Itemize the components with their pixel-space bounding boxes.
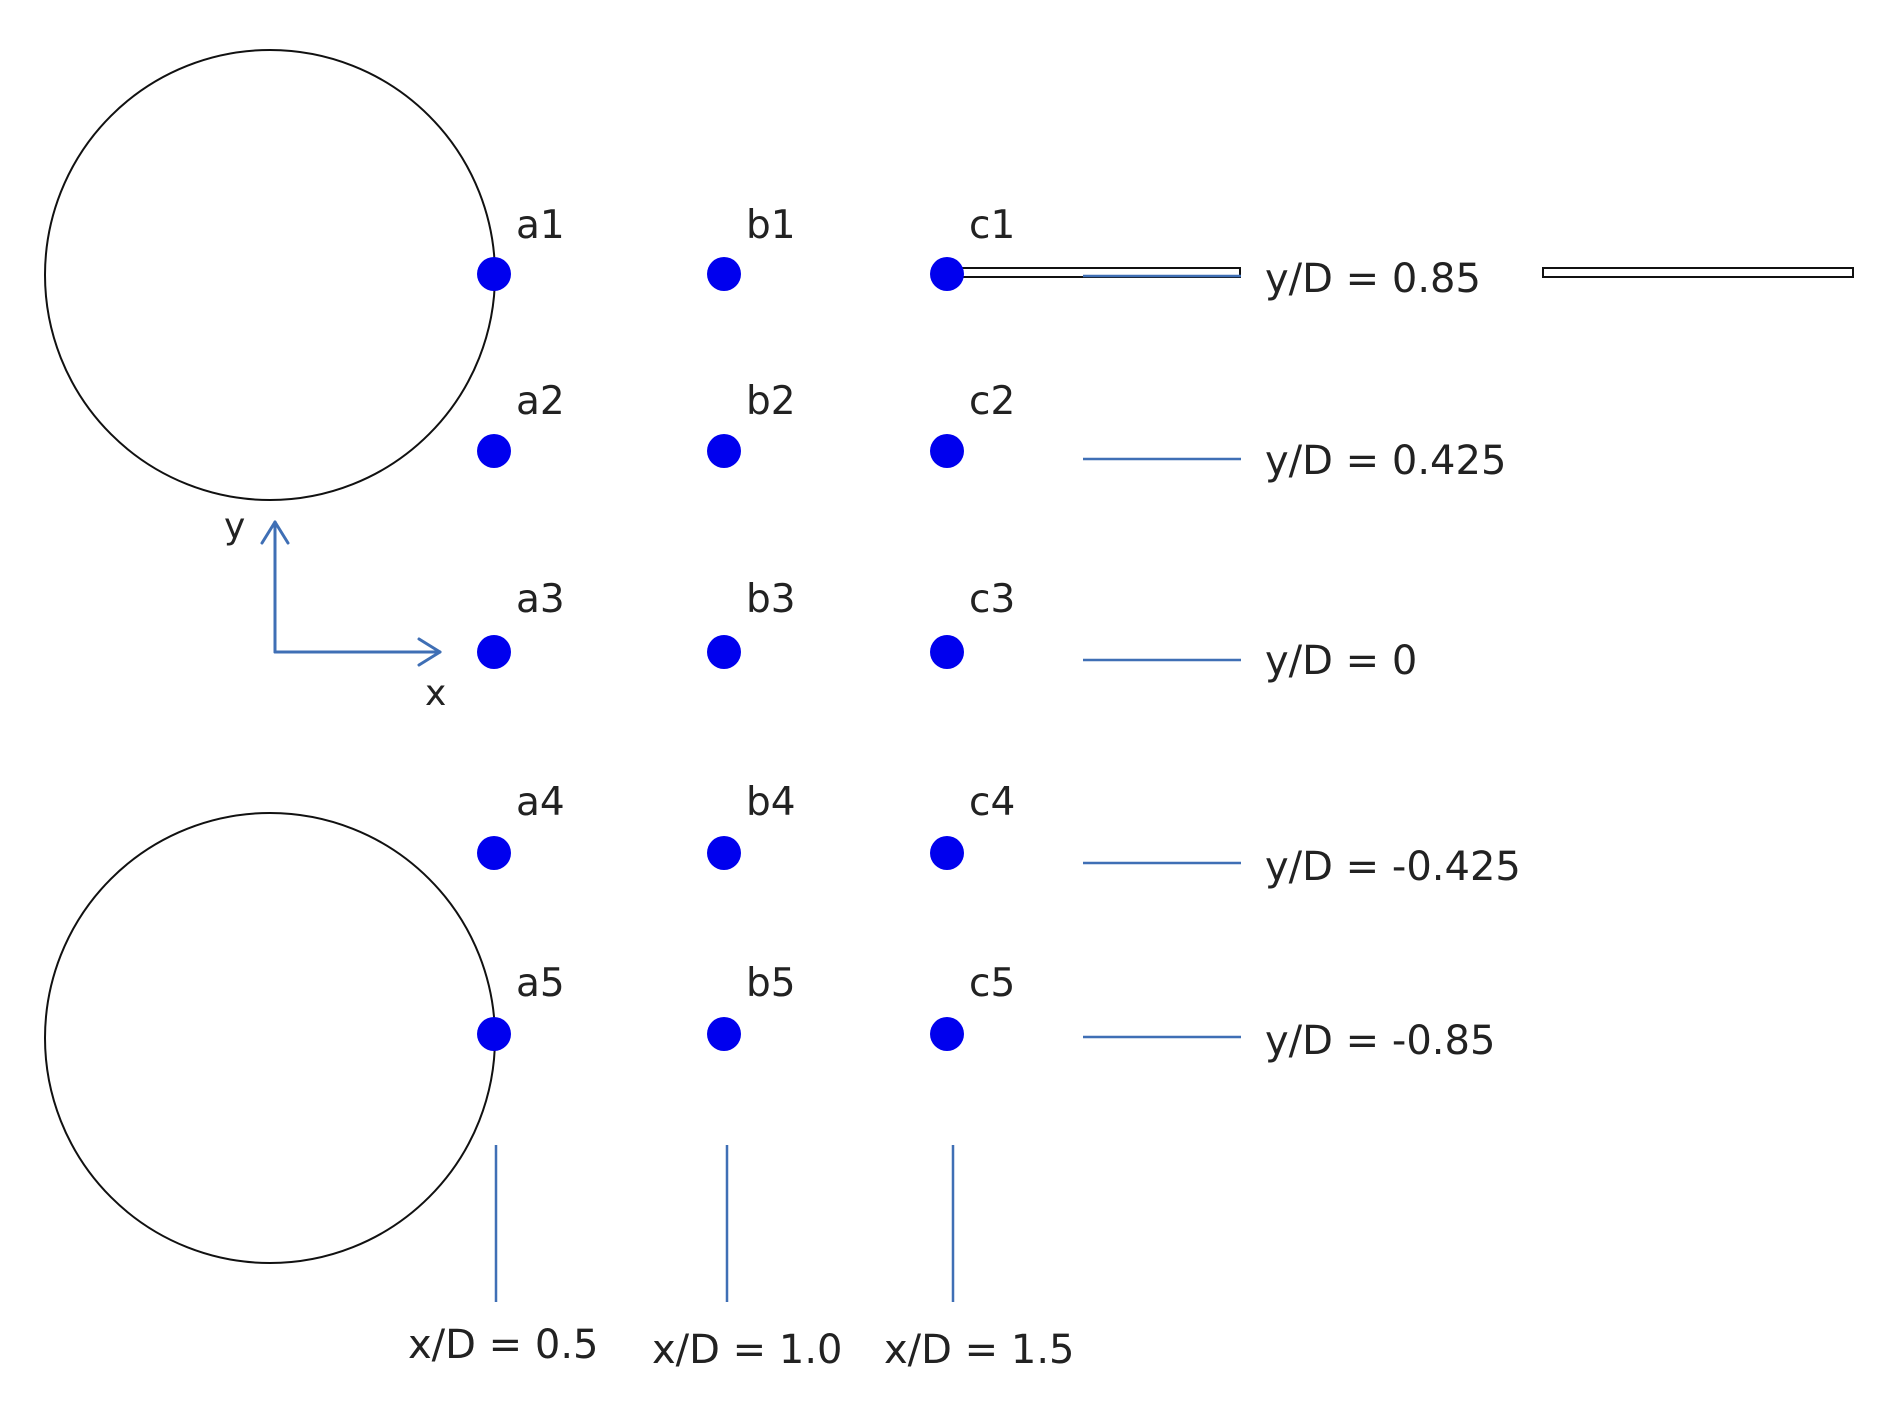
point-label-b2: b2 — [746, 379, 796, 424]
point-label-a3: a3 — [516, 577, 565, 622]
point-label-a5: a5 — [516, 961, 565, 1006]
point-label-b1: b1 — [746, 203, 796, 248]
column-label: x/D = 1.0 — [652, 1327, 843, 1373]
measurement-points: a1 a2 a3 a4 a5 b1 b2 b3 b4 b5 c1 c2 c3 c4 c5 — [477, 203, 1015, 1051]
row-label: y/D = -0.425 — [1265, 844, 1521, 890]
measurement-point-a5 — [477, 1017, 511, 1051]
point-label-c2: c2 — [969, 379, 1015, 424]
upper-cylinder — [44, 49, 496, 501]
measurement-point-b2 — [707, 434, 741, 468]
measurement-point-b1 — [707, 257, 741, 291]
row-label: y/D = 0.85 — [1265, 256, 1481, 302]
x-axis-label: x — [425, 673, 446, 714]
measurement-point-a1 — [477, 257, 511, 291]
column-label: x/D = 1.5 — [884, 1327, 1075, 1373]
column-label: x/D = 0.5 — [408, 1322, 599, 1368]
point-label-c3: c3 — [969, 577, 1015, 622]
y-axis-arrowhead — [260, 520, 290, 545]
measurement-point-b3 — [707, 635, 741, 669]
point-label-c5: c5 — [969, 961, 1015, 1006]
measurement-point-c3 — [930, 635, 964, 669]
measurement-point-c2 — [930, 434, 964, 468]
point-label-a4: a4 — [516, 780, 565, 825]
row-label: y/D = 0.425 — [1265, 438, 1506, 484]
point-label-c4: c4 — [969, 780, 1015, 825]
point-label-a1: a1 — [516, 203, 565, 248]
point-label-b3: b3 — [746, 577, 796, 622]
row-label: y/D = -0.85 — [1265, 1018, 1495, 1064]
point-label-c1: c1 — [969, 203, 1015, 248]
highlight-bar-right — [1542, 267, 1854, 278]
point-label-b5: b5 — [746, 961, 796, 1006]
y-axis-label: y — [224, 506, 245, 547]
measurement-point-a4 — [477, 836, 511, 870]
row-label: y/D = 0 — [1265, 638, 1417, 684]
lower-cylinder — [44, 812, 496, 1264]
measurement-point-b4 — [707, 836, 741, 870]
measurement-point-b5 — [707, 1017, 741, 1051]
measurement-point-a2 — [477, 434, 511, 468]
measurement-point-c4 — [930, 836, 964, 870]
column-guides — [494, 1145, 955, 1302]
measurement-point-c1 — [930, 257, 964, 291]
point-label-a2: a2 — [516, 379, 565, 424]
measurement-point-c5 — [930, 1017, 964, 1051]
coordinate-axes — [260, 520, 442, 667]
row-guides — [1083, 274, 1241, 1039]
x-axis-arrowhead — [417, 637, 442, 667]
point-label-b4: b4 — [746, 780, 796, 825]
measurement-point-a3 — [477, 635, 511, 669]
